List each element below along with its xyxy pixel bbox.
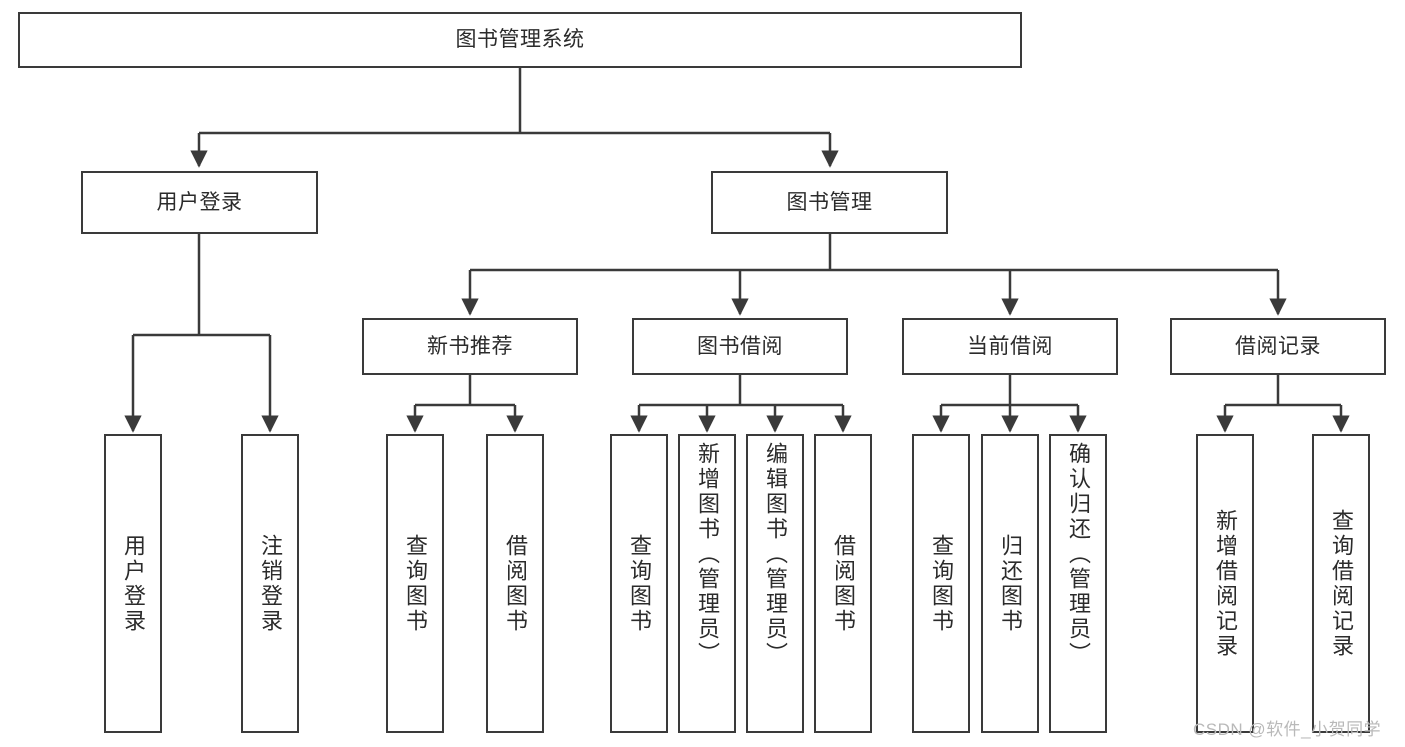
node-leaf-query-book-1-label: 查询图书	[402, 533, 428, 634]
node-leaf-query-record-label: 查询借阅记录	[1328, 508, 1354, 659]
node-book-borrow[interactable]: 图书借阅	[632, 318, 848, 375]
node-leaf-query-record[interactable]: 查询借阅记录	[1312, 434, 1370, 733]
node-current-borrow[interactable]: 当前借阅	[902, 318, 1118, 375]
node-user-login[interactable]: 用户登录	[81, 171, 318, 234]
node-leaf-borrow-book-1-label: 借阅图书	[502, 533, 528, 634]
node-root-label: 图书管理系统	[455, 28, 585, 52]
node-leaf-return-book[interactable]: 归还图书	[981, 434, 1039, 733]
node-leaf-borrow-book-1[interactable]: 借阅图书	[486, 434, 544, 733]
node-leaf-user-login[interactable]: 用户登录	[104, 434, 162, 733]
node-leaf-query-book-3[interactable]: 查询图书	[912, 434, 970, 733]
node-leaf-confirm-return[interactable]: 确认归还（管理员）	[1049, 434, 1107, 733]
node-leaf-borrow-book-2[interactable]: 借阅图书	[814, 434, 872, 733]
node-borrow-record[interactable]: 借阅记录	[1170, 318, 1386, 375]
node-leaf-add-record[interactable]: 新增借阅记录	[1196, 434, 1254, 733]
node-leaf-user-login-label: 用户登录	[120, 533, 146, 634]
node-root[interactable]: 图书管理系统	[18, 12, 1022, 68]
node-book-manage[interactable]: 图书管理	[711, 171, 948, 234]
node-leaf-query-book-3-label: 查询图书	[928, 533, 954, 634]
node-book-manage-label: 图书管理	[786, 190, 873, 214]
node-leaf-add-record-label: 新增借阅记录	[1212, 508, 1238, 659]
node-leaf-borrow-book-2-label: 借阅图书	[830, 533, 856, 634]
node-borrow-record-label: 借阅记录	[1235, 334, 1321, 358]
node-leaf-return-book-label: 归还图书	[997, 533, 1023, 634]
node-leaf-add-book-label: 新增图书（管理员）	[694, 442, 720, 667]
node-leaf-query-book-1[interactable]: 查询图书	[386, 434, 444, 733]
node-leaf-edit-book[interactable]: 编辑图书（管理员）	[746, 434, 804, 733]
node-user-login-label: 用户登录	[156, 190, 243, 214]
node-leaf-logout[interactable]: 注销登录	[241, 434, 299, 733]
node-leaf-query-book-2-label: 查询图书	[626, 533, 652, 634]
node-new-book-rec-label: 新书推荐	[427, 334, 513, 358]
node-leaf-edit-book-label: 编辑图书（管理员）	[762, 442, 788, 667]
node-leaf-confirm-return-label: 确认归还（管理员）	[1065, 442, 1091, 667]
node-current-borrow-label: 当前借阅	[967, 334, 1053, 358]
node-leaf-add-book[interactable]: 新增图书（管理员）	[678, 434, 736, 733]
node-book-borrow-label: 图书借阅	[697, 334, 783, 358]
node-leaf-logout-label: 注销登录	[257, 533, 283, 634]
node-new-book-rec[interactable]: 新书推荐	[362, 318, 578, 375]
node-leaf-query-book-2[interactable]: 查询图书	[610, 434, 668, 733]
